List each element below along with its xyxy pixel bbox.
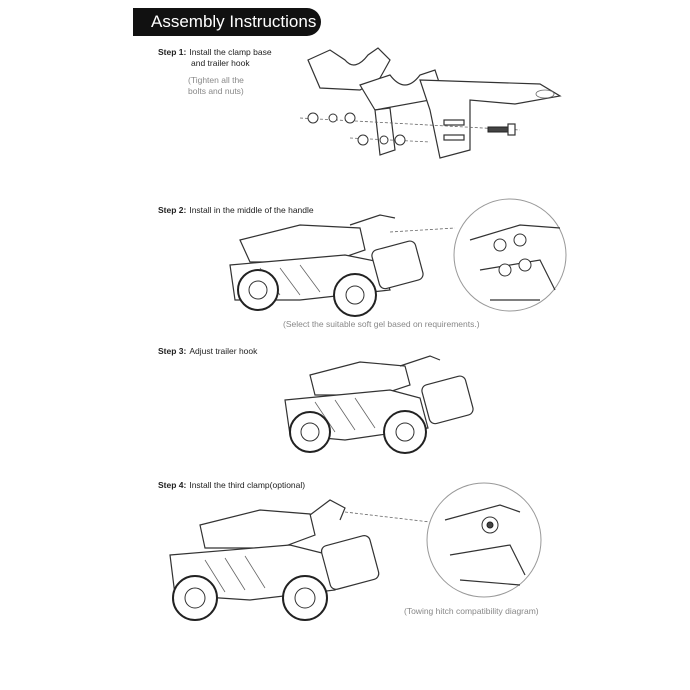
step-1-note: (Tighten all the bolts and nuts) <box>188 75 244 97</box>
step-2-label: Step 2: <box>158 205 187 215</box>
step-1-note-line2: bolts and nuts) <box>188 86 244 96</box>
page-title: Assembly Instructions <box>151 12 317 31</box>
step-1-text-line2: and trailer hook <box>191 58 250 68</box>
step-1: Step 1:Install the clamp base and traile… <box>158 47 272 69</box>
step-3: Step 3:Adjust trailer hook <box>158 346 257 357</box>
vehicle-step-3 <box>284 355 474 454</box>
step-2-text: Install in the middle of the handle <box>189 205 314 215</box>
vehicle-step-4 <box>169 482 542 621</box>
title-banner: Assembly Instructions <box>133 8 321 36</box>
step-2-note: (Select the suitable soft gel based on r… <box>283 319 480 329</box>
step-1-note-line1: (Tighten all the <box>188 75 244 85</box>
step-4-note: (Towing hitch compatibility diagram) <box>404 606 539 616</box>
step-1-text-line1: Install the clamp base <box>189 47 272 57</box>
step-4-text: Install the third clamp(optional) <box>189 480 306 490</box>
step-3-text: Adjust trailer hook <box>189 346 258 356</box>
vehicle-step-2 <box>229 198 567 317</box>
step-4: Step 4:Install the third clamp(optional) <box>158 480 305 491</box>
step-1-label: Step 1: <box>158 47 187 57</box>
clamp-base-diagram <box>299 47 562 159</box>
step-2: Step 2:Install in the middle of the hand… <box>158 205 314 216</box>
step-4-label: Step 4: <box>158 480 187 490</box>
step-3-label: Step 3: <box>158 346 187 356</box>
